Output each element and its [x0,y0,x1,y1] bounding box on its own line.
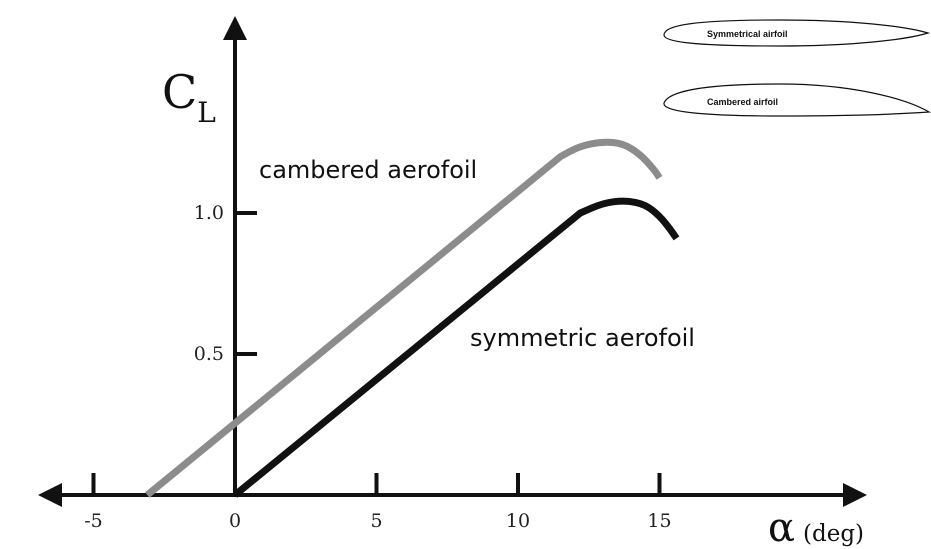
y-tick-label: 1.0 [194,202,224,224]
cambered-airfoil-shape: Cambered airfoil [663,83,931,117]
y-axis-title-main: C [162,65,197,119]
x-tick-label: 10 [506,510,530,532]
series-group [145,138,680,498]
x-axis-title-symbol: α [768,505,795,549]
cambered-airfoil-label: Cambered airfoil [707,97,778,107]
y-tick-label: 0.5 [194,343,224,365]
cambered-series-label: cambered aerofoil [259,156,477,184]
y-axis-title: CL [162,65,216,129]
symmetrical-airfoil-label: Symmetrical airfoil [707,29,788,39]
y-axis-title-sub: L [197,96,216,129]
x-axis-title-unit: (deg) [803,521,864,547]
x-tick-label: 0 [229,510,241,532]
y-ticks: 0.5 1.0 [194,202,257,365]
x-tick-label: 5 [370,510,382,532]
cambered-series-line [145,138,663,498]
symmetrical-airfoil-shape: Symmetrical airfoil [663,19,931,47]
x-tick-label: -5 [84,510,103,532]
symmetric-series-label: symmetric aerofoil [470,324,695,352]
x-axis-title: α (deg) [768,505,864,549]
x-tick-label: 15 [647,510,671,532]
symmetric-series-line [232,197,680,498]
x-ticks: -5 0 5 10 15 [84,473,672,532]
